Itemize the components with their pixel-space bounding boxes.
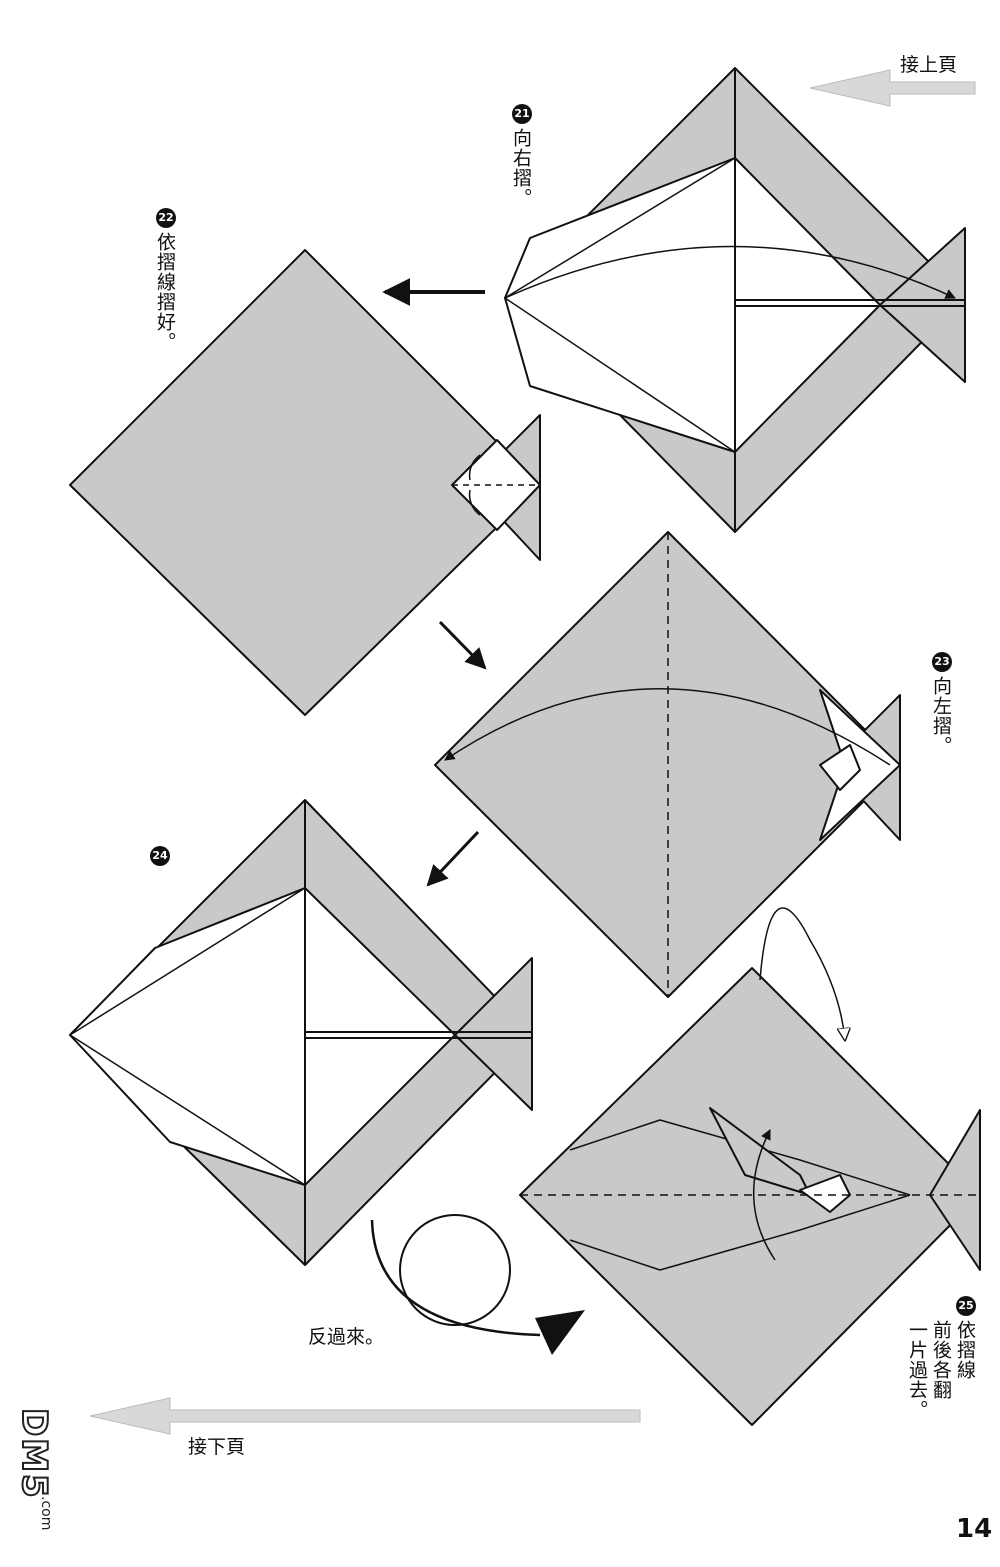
step-25-model	[519, 907, 981, 1426]
step-24-number: 24	[150, 846, 170, 866]
step-25-line-1: 依摺線	[954, 1320, 976, 1380]
step-22-instruction: 依摺線摺好。	[154, 232, 176, 352]
step-23-model	[434, 531, 901, 998]
continue-from-label: 接上頁	[900, 54, 958, 76]
step-25-number: 25	[956, 1296, 976, 1316]
step-23-instruction: 向左摺。	[930, 676, 952, 756]
flow-arrow-23-24	[426, 830, 480, 887]
step-25-line-2: 前後各翻	[930, 1320, 952, 1400]
turn-over-symbol	[370, 1214, 585, 1355]
step-23-number: 23	[932, 652, 952, 672]
flow-arrow-22-23	[438, 620, 487, 670]
turn-over-label: 反過來。	[308, 1326, 385, 1348]
page-number: 14	[956, 1514, 993, 1544]
watermark-suffix: .com	[38, 1496, 54, 1531]
step-21-model	[504, 67, 966, 533]
continue-from-arrow	[809, 69, 976, 107]
watermark-logo: DM5	[13, 1407, 55, 1501]
step-22-number: 22	[156, 208, 176, 228]
step-22-model	[69, 249, 541, 716]
continue-to-label: 接下頁	[188, 1436, 246, 1458]
step-21-number: 21	[512, 104, 532, 124]
step-24-model	[69, 799, 533, 1266]
continue-to-arrow	[89, 1397, 641, 1435]
step-25-line-3: 一片過去。	[906, 1320, 928, 1420]
step-21-instruction: 向右摺。	[510, 128, 532, 208]
